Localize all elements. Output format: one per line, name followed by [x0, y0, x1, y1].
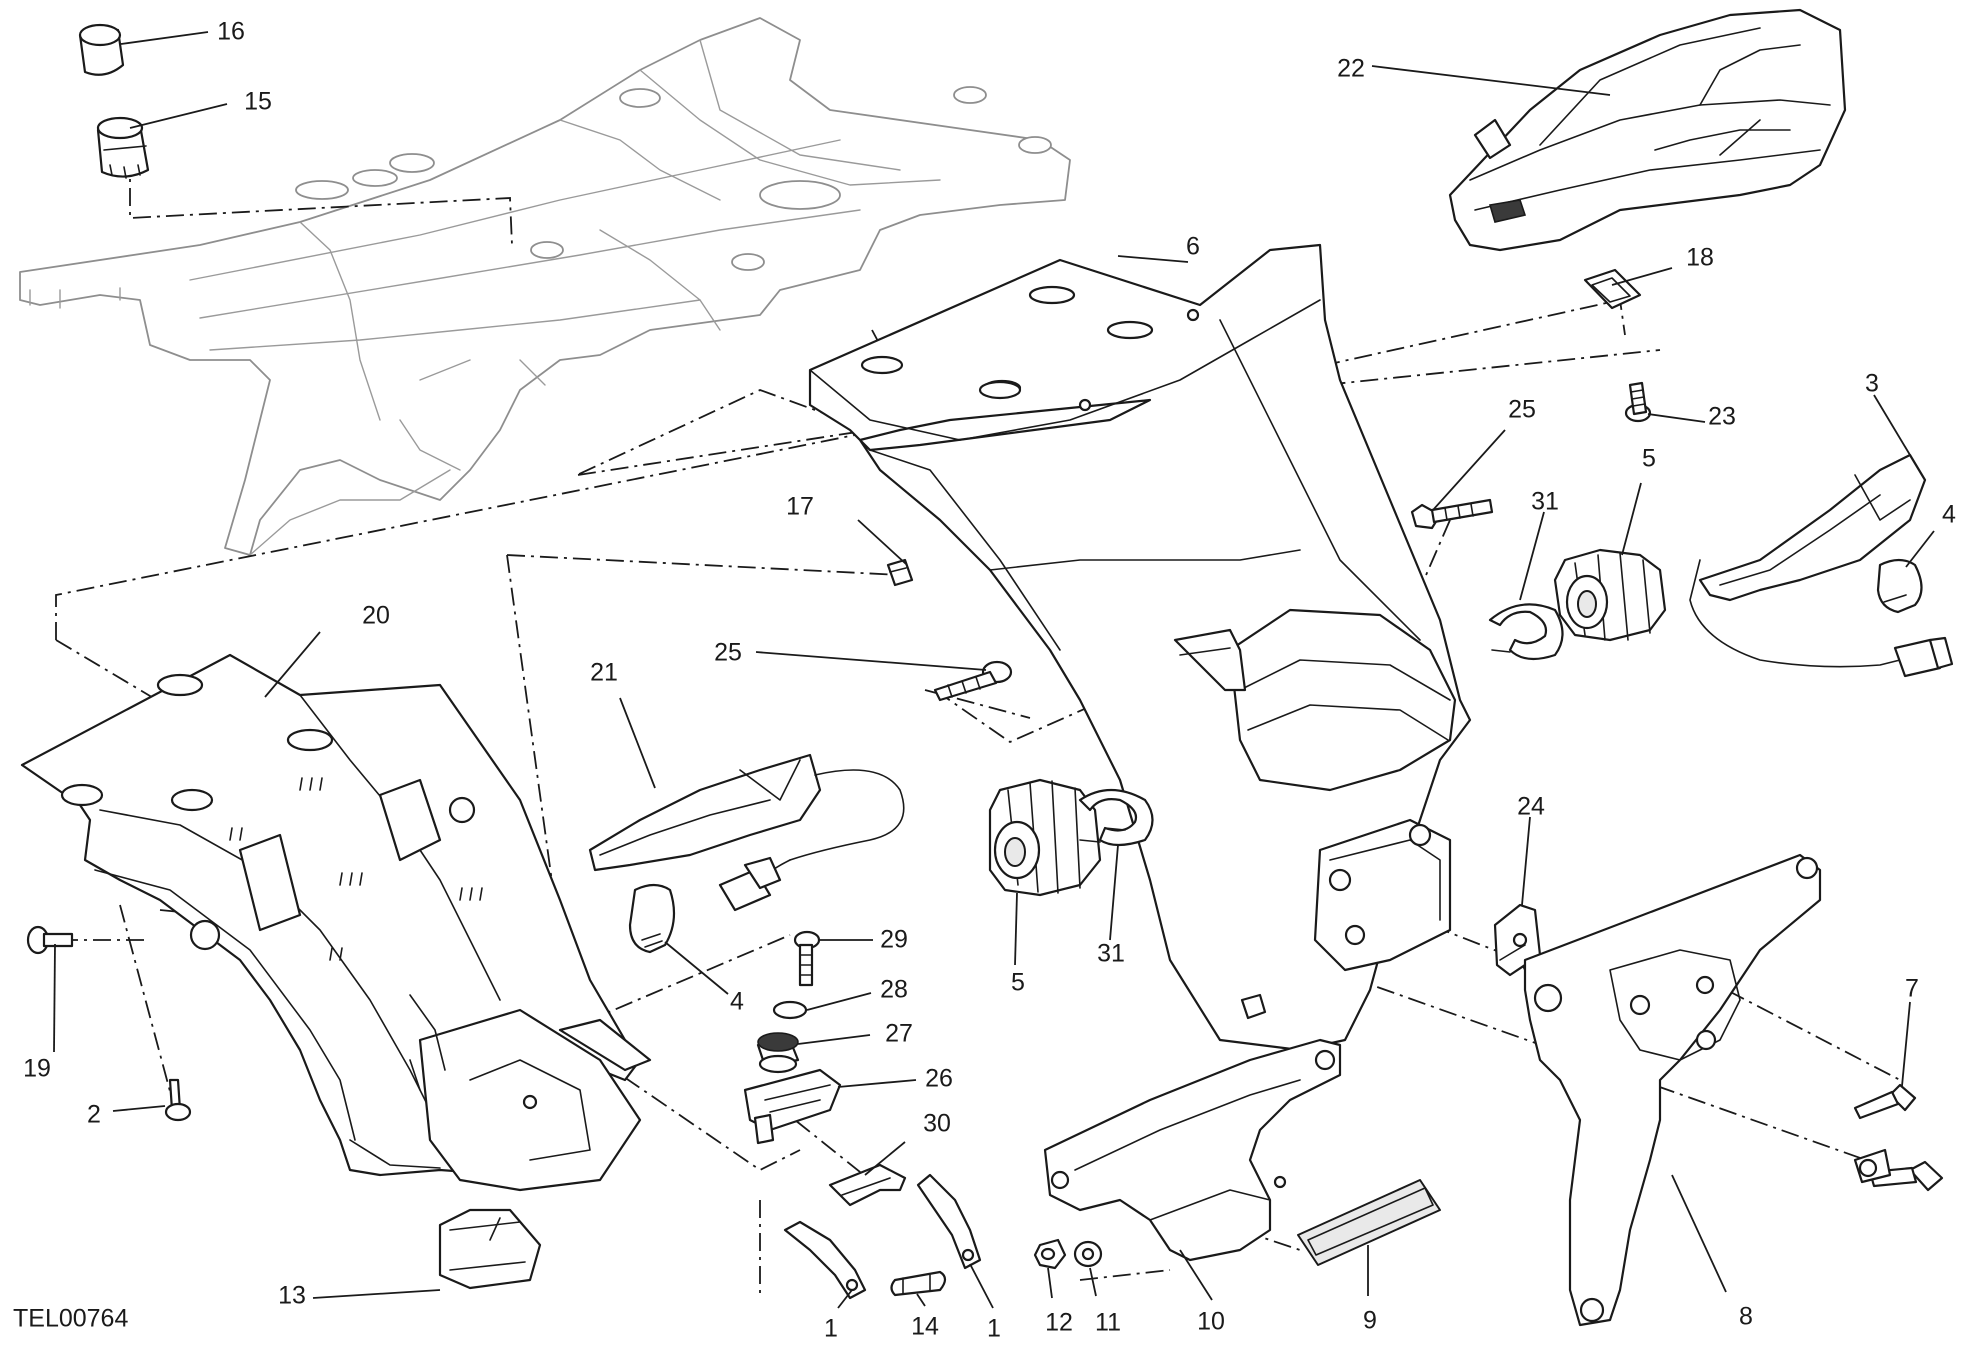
callout-3: 3 — [1865, 370, 1879, 398]
callout-20: 20 — [362, 602, 390, 630]
callout-24: 24 — [1517, 793, 1545, 821]
callout-18: 18 — [1686, 244, 1714, 272]
callout-15: 15 — [244, 88, 272, 116]
callout-17: 17 — [786, 493, 814, 521]
part-31-clip-right — [1488, 603, 1564, 661]
callout-28: 28 — [880, 976, 908, 1004]
callout-4-right: 4 — [1942, 501, 1956, 529]
part-23-screw — [1624, 381, 1652, 423]
callout-11: 11 — [1095, 1309, 1121, 1337]
part-29-screw — [793, 930, 821, 987]
callout-4-left: 4 — [730, 988, 744, 1016]
part-27-grommet — [756, 1032, 800, 1074]
part-16-cap — [78, 23, 125, 76]
callout-2: 2 — [87, 1101, 101, 1129]
part-28-washer — [772, 1000, 808, 1020]
callout-22: 22 — [1337, 55, 1365, 83]
callout-8: 8 — [1739, 1303, 1753, 1331]
part-25-screw-lower — [933, 660, 1013, 702]
part-5-boot-left — [988, 778, 1102, 897]
callout-10: 10 — [1197, 1308, 1225, 1336]
part-9-reflector — [1297, 1179, 1441, 1266]
callout-numbers: 16 15 22 18 6 17 23 25 31 5 3 4 20 21 25… — [23, 18, 1956, 1343]
callout-13: 13 — [278, 1282, 306, 1310]
part-1-contact-left — [783, 1220, 867, 1300]
callout-5-left: 5 — [1011, 969, 1025, 997]
part-17-clip — [886, 558, 914, 587]
leader-lines — [53, 31, 1935, 1309]
callout-19: 19 — [23, 1055, 51, 1083]
part-15-grommet — [96, 116, 150, 179]
part-10-reflector-bracket — [1043, 993, 1342, 1262]
part-14-bulb — [890, 1270, 947, 1297]
part-12-nut — [1033, 1238, 1067, 1270]
drawing-code: TEL00764 — [13, 1305, 128, 1333]
part-30-contact-plate — [828, 1163, 907, 1207]
part-11-washer — [1073, 1240, 1103, 1268]
callout-5-right: 5 — [1642, 445, 1656, 473]
callout-23: 23 — [1708, 403, 1736, 431]
part-13-cover — [438, 1208, 542, 1290]
part-7-screw — [1853, 1083, 1917, 1120]
callout-16: 16 — [217, 18, 245, 46]
part-6-tail-tidy — [808, 243, 1472, 1052]
callout-31-right: 31 — [1531, 488, 1559, 516]
callout-6: 6 — [1186, 233, 1200, 261]
part-8-plate-bracket — [1523, 853, 1892, 1327]
callout-31-left: 31 — [1097, 940, 1125, 968]
callout-25-lower: 25 — [714, 639, 742, 667]
part-1-contact-right — [916, 1173, 982, 1270]
callout-27: 27 — [885, 1020, 913, 1048]
part-2-screw — [164, 1078, 192, 1122]
callout-14: 14 — [911, 1313, 939, 1341]
callout-26: 26 — [925, 1065, 953, 1093]
callout-30: 30 — [923, 1110, 951, 1138]
part-25-screw-upper — [1410, 498, 1494, 530]
part-19-screw — [26, 925, 74, 955]
callout-7: 7 — [1905, 975, 1919, 1003]
rear-subframe-ghost — [19, 17, 1071, 556]
part-18-clip — [1583, 268, 1642, 310]
part-3-indicator — [1689, 453, 1954, 678]
part-21-indicator — [588, 753, 905, 912]
part-5-boot-right — [1553, 548, 1667, 642]
part-4-bulb-right — [1876, 558, 1923, 614]
callout-29: 29 — [880, 926, 908, 954]
callout-12: 12 — [1045, 1309, 1073, 1337]
callout-1-right: 1 — [987, 1315, 1001, 1343]
part-20-undertray — [20, 653, 652, 1192]
part-31-clip-left — [1078, 789, 1154, 847]
part-4-bulb-left — [628, 883, 676, 954]
callout-25-upper: 25 — [1508, 396, 1536, 424]
part-26-bulb-holder — [743, 1068, 842, 1145]
callout-1-left: 1 — [824, 1315, 838, 1343]
callout-9: 9 — [1363, 1307, 1377, 1335]
callout-21: 21 — [590, 659, 618, 687]
part-22-tail-light — [1448, 8, 1847, 252]
